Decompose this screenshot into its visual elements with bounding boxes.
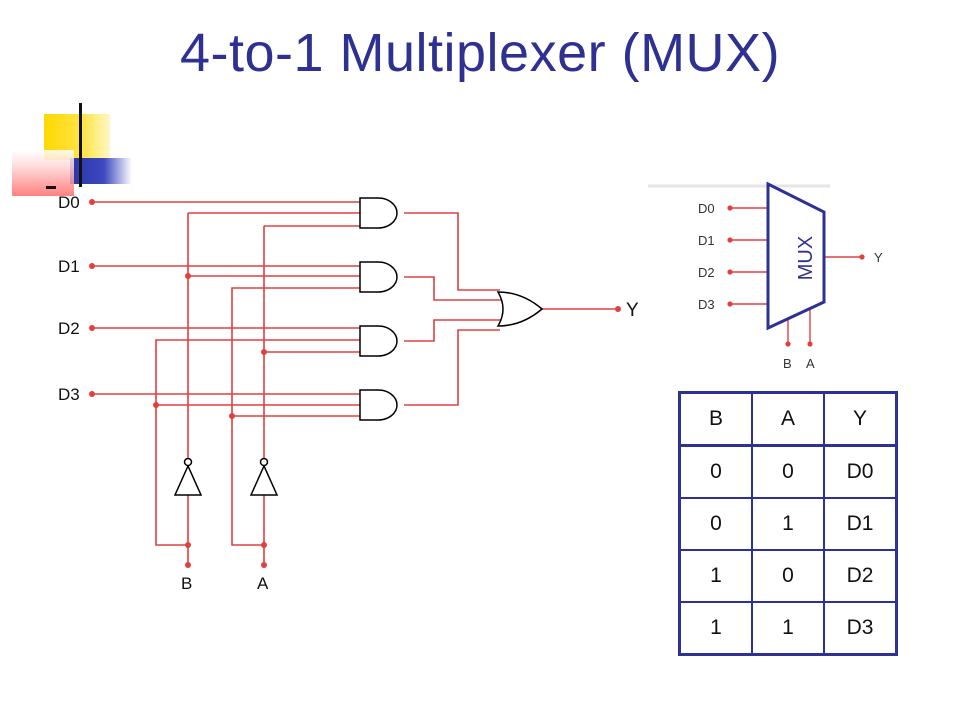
and-gate-3: [359, 389, 398, 421]
decorative-dash: [46, 186, 56, 189]
truth-cell: D1: [823, 497, 898, 551]
truth-cell: 1: [751, 497, 825, 551]
and-gate-0: [359, 197, 398, 229]
truth-header-y: Y: [823, 391, 898, 447]
label-b: B: [181, 574, 192, 593]
block-label-a: A: [806, 356, 815, 371]
wire-and3-out: [404, 329, 500, 406]
truth-header-b: B: [678, 391, 753, 447]
inverter-a-bubble: [259, 457, 269, 467]
mux-trapezoid: [766, 181, 826, 331]
label-a: A: [257, 574, 269, 593]
truth-cell: 1: [678, 601, 753, 656]
truth-cell: 0: [751, 444, 825, 499]
block-label-b: B: [783, 356, 792, 371]
truth-cell: 1: [678, 549, 753, 603]
mux-label: MUX: [795, 236, 817, 280]
truth-cell: 0: [751, 549, 825, 603]
page-title: 4-to-1 Multiplexer (MUX): [179, 23, 781, 83]
label-d2: D2: [58, 319, 80, 338]
block-label-d2: D2: [698, 265, 715, 280]
block-label-d3: D3: [698, 297, 715, 312]
truth-header-a: A: [751, 391, 825, 447]
block-label-d1: D1: [698, 233, 715, 248]
block-label-y: Y: [874, 250, 883, 265]
label-d0: D0: [58, 193, 80, 212]
label-d3: D3: [58, 385, 80, 404]
inverter-b-bubble: [183, 457, 193, 467]
truth-cell: D0: [823, 444, 898, 499]
decorative-red-square: [12, 150, 74, 196]
truth-table: B A Y 0 0 D0 0 1 D1 1 0 D2 1 1 D3: [678, 391, 898, 656]
truth-cell: D3: [823, 601, 898, 656]
truth-table-header-row: B A Y: [678, 391, 898, 447]
label-d1: D1: [58, 257, 80, 276]
wire-b-raw: [155, 339, 360, 546]
wire-and2-out: [404, 319, 502, 342]
wire-and1-out: [404, 276, 502, 301]
truth-cell: 0: [678, 497, 753, 551]
decorative-vertical-line: [79, 103, 82, 187]
table-row: 0 0 D0: [678, 444, 898, 499]
table-row: 1 1 D3: [678, 601, 898, 656]
label-y: Y: [626, 300, 639, 321]
inverter-b: [173, 464, 203, 496]
inverter-a: [249, 464, 279, 496]
or-gate: [496, 291, 544, 327]
and-gate-1: [359, 261, 398, 293]
truth-cell: 0: [678, 444, 753, 499]
mux-block-symbol: MUX D0 D1 D2 D3 Y B A: [648, 181, 883, 371]
block-label-d0: D0: [698, 201, 715, 216]
and-gate-2: [359, 325, 398, 357]
wire-and0-out: [404, 212, 500, 291]
table-row: 1 0 D2: [678, 549, 898, 603]
truth-cell: D2: [823, 549, 898, 603]
truth-cell: 1: [751, 601, 825, 656]
table-row: 0 1 D1: [678, 497, 898, 551]
